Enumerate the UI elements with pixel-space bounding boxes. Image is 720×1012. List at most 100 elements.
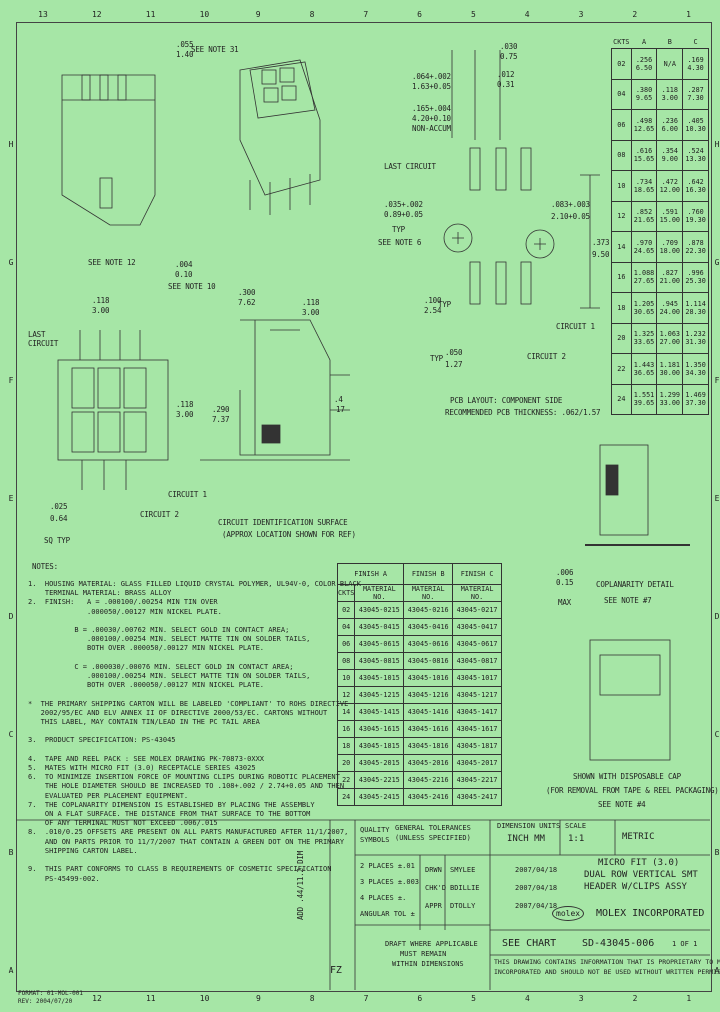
pcb-dim-165: .165+.004 [412, 104, 451, 113]
pcb-dim-075: 0.75 [500, 52, 518, 61]
dim-17: 17 [336, 405, 345, 414]
draft-where: DRAFT WHERE APPLICABLE [385, 940, 478, 948]
zone-marker: E [714, 494, 720, 503]
tolerance-row: 4 PLACES ±. [360, 894, 407, 902]
table-cell: 43045-1215 [354, 686, 405, 704]
zone-marker: 5 [470, 10, 476, 19]
zone-marker: E [8, 494, 14, 503]
approx-label: (APPROX LOCATION SHOWN FOR REF) [222, 530, 356, 539]
note-line: 8. .010/0.25 OFFSETS ARE PRESENT ON ALL … [28, 828, 349, 837]
appr-label: APPR [425, 902, 442, 910]
see-note-12: SEE NOTE 12 [88, 258, 136, 267]
zone-marker: 9 [255, 994, 261, 1003]
drwn-label: DRWN [425, 866, 442, 874]
circuit-1-label: CIRCUIT 1 [168, 490, 207, 499]
pcb-layout-title: PCB LAYOUT: COMPONENT SIDE [450, 396, 563, 405]
pcb-dim-089: 0.89+0.05 [384, 210, 423, 219]
table-cell: 08 [336, 652, 356, 670]
table-cell: 02 [336, 601, 356, 619]
note-line: .000050/.00127 MIN NICKEL PLATE. [28, 607, 222, 616]
scale-value: 1:1 [568, 834, 585, 844]
table-cell: 43045-1217 [452, 686, 502, 704]
dim-140: 1.40 [176, 50, 194, 59]
dim-table-header-c: C [693, 38, 698, 46]
quality-label: QUALITY [360, 826, 390, 834]
pcb-dim-050: .050 [445, 348, 463, 357]
zone-marker: F [8, 376, 14, 385]
zone-marker: 13 [38, 10, 48, 19]
zone-marker: 2 [632, 994, 638, 1003]
note-line: AND ON PARTS PRIOR TO 11/7/2007 THAT CON… [28, 837, 345, 846]
pcb-dim-373: .373 [592, 238, 610, 247]
table-cell: 10 [611, 170, 632, 202]
zone-marker: 3 [578, 10, 584, 19]
zone-marker: 12 [92, 994, 102, 1003]
pcb-circuit-1: CIRCUIT 1 [556, 322, 595, 331]
zone-marker: 1 [686, 994, 692, 1003]
zone-marker: 8 [309, 10, 315, 19]
circuit-id-label: CIRCUIT IDENTIFICATION SURFACE [218, 518, 348, 527]
cap-label-2: (FOR REMOVAL FROM TAPE & REEL PACKAGING) [546, 786, 719, 795]
table-cell: 14 [611, 231, 632, 263]
table-cell: 22 [611, 353, 632, 385]
finish-b-header: FINISH B [403, 563, 454, 585]
table-cell: 43045-1015 [354, 669, 405, 687]
product-title-1: MICRO FIT (3.0) [598, 858, 680, 868]
zone-marker: 3 [578, 994, 584, 1003]
sq-typ: SQ TYP [44, 536, 70, 545]
dim-table-header-b: B [667, 38, 672, 46]
table-cell: 06 [611, 109, 632, 141]
note-line: 6. TO MINIMIZE INSERTION FORCE OF MOUNTI… [28, 773, 340, 782]
zone-marker: D [8, 612, 14, 621]
dim-010: 0.10 [175, 270, 193, 279]
finish-table: FINISH A FINISH B FINISH C CKTS MATERIAL… [336, 563, 502, 806]
circuit-2-label: CIRCUIT 2 [140, 510, 179, 519]
table-cell: 43045-0215 [354, 601, 405, 619]
table-cell: 43045-2417 [452, 788, 502, 806]
pcb-dim-163: 1.63+0.05 [412, 82, 451, 91]
note-line: .000100/.00254 MIN. SELECT MATTE TIN ON … [28, 635, 311, 644]
drawn-name: SMYLEE [450, 866, 476, 874]
table-cell: 43045-1817 [452, 737, 502, 755]
zone-marker: C [714, 730, 720, 739]
finish-col-ckts: CKTS [336, 584, 356, 602]
molex-logo: molex [552, 906, 585, 921]
tolerance-row: ANGULAR TOL ± [360, 910, 415, 918]
table-cell: 43045-0417 [452, 618, 502, 636]
material-no: SEE CHART [502, 938, 557, 949]
table-cell: 43045-2416 [403, 788, 454, 806]
dim-290: .290 [212, 405, 230, 414]
proprietary-line-1: THIS DRAWING CONTAINS INFORMATION THAT I… [494, 958, 720, 966]
table-cell: 43045-1016 [403, 669, 454, 687]
cap-label-1: SHOWN WITH DISPOSABLE CAP [573, 772, 681, 781]
pcb-dim-083: .083+.003 [551, 200, 590, 209]
table-cell: 20 [611, 322, 632, 354]
zone-marker: 4 [524, 10, 530, 19]
dim-118: .118 [92, 296, 110, 305]
dim-table-header-ckts: CKTS [613, 38, 630, 46]
note-line [28, 856, 328, 865]
zone-marker: B [714, 848, 720, 857]
pcb-dim-030: .030 [500, 42, 518, 51]
pcb-dim-035: .035+.002 [384, 200, 423, 209]
table-cell: 43045-1815 [354, 737, 405, 755]
dim-300b: .300 [238, 288, 256, 297]
